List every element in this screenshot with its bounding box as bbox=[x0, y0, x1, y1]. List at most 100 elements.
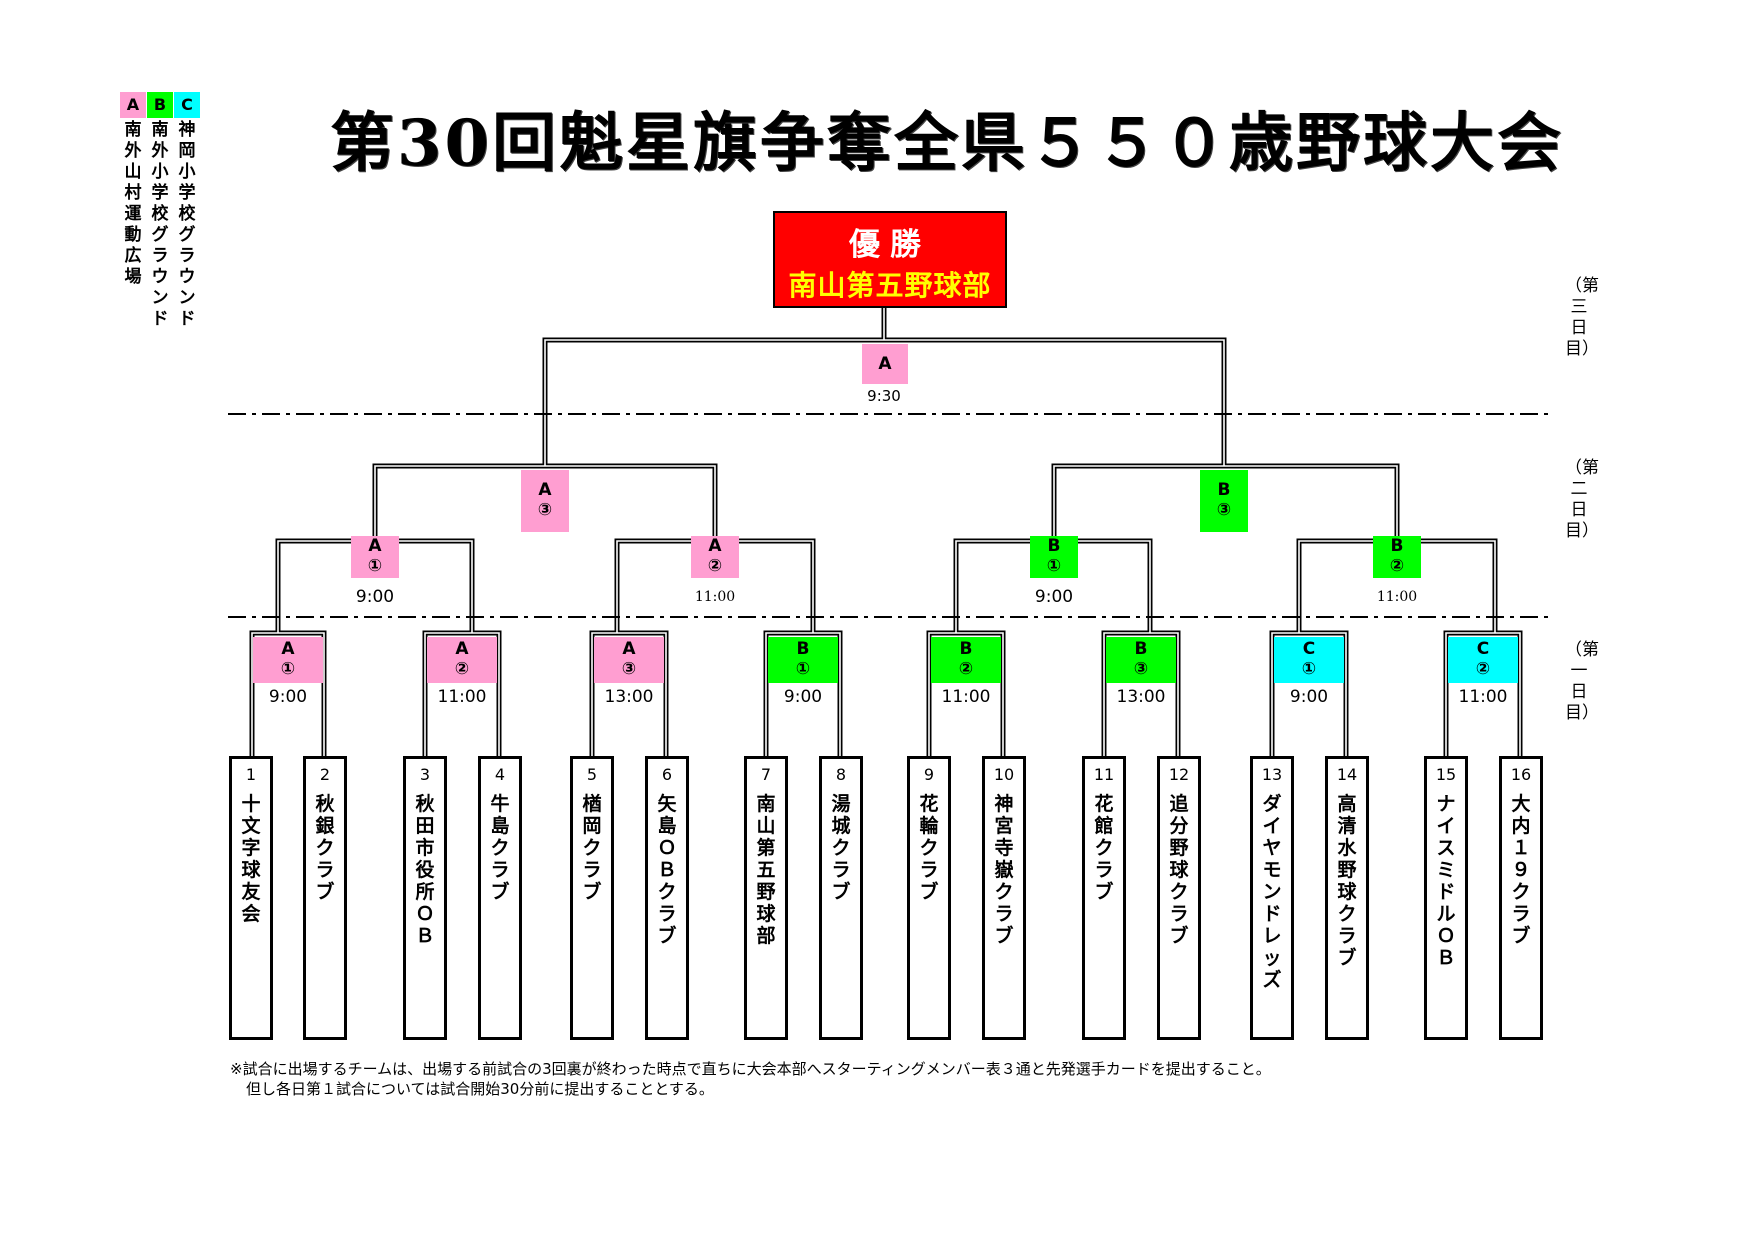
quarter-number: ② bbox=[707, 556, 723, 576]
legend-code-b: B bbox=[147, 92, 173, 118]
day-dividers bbox=[228, 413, 1548, 618]
day-label-3: （第三日目） bbox=[1565, 276, 1599, 359]
team-seed: 14 bbox=[1336, 765, 1358, 784]
team-box: 4 牛島クラブ bbox=[478, 756, 522, 1040]
quarter-b1-time: 9:00 bbox=[1034, 587, 1074, 607]
round1-b3-tag: B ③ bbox=[1106, 637, 1176, 683]
team-seed: 12 bbox=[1168, 765, 1190, 784]
team-name: 牛島クラブ bbox=[490, 793, 510, 903]
quarter-number: ① bbox=[1046, 556, 1062, 576]
team-box: 14 高清水野球クラブ bbox=[1325, 756, 1369, 1040]
team-seed: 15 bbox=[1435, 765, 1457, 784]
champion-label: 優勝 bbox=[849, 227, 931, 263]
round1-venue: B bbox=[959, 639, 973, 659]
round1-number: ② bbox=[1475, 659, 1491, 679]
quarter-b2-tag: B ② bbox=[1373, 536, 1421, 578]
team-box: 12 追分野球クラブ bbox=[1157, 756, 1201, 1040]
round1-venue: A bbox=[622, 639, 636, 659]
team-name: 矢島ＯＢクラブ bbox=[657, 793, 677, 947]
quarter-a1-tag: A ① bbox=[351, 536, 399, 578]
team-name: 十文字球友会 bbox=[241, 793, 261, 925]
team-seed: 8 bbox=[835, 765, 847, 784]
round1-b1-time: 9:00 bbox=[783, 687, 823, 707]
round1-b2-time: 11:00 bbox=[941, 687, 991, 707]
round1-number: ③ bbox=[1133, 659, 1149, 679]
legend-venue-c: 神岡小学校グラウンド bbox=[178, 120, 196, 329]
team-box: 16 大内１９クラブ bbox=[1499, 756, 1543, 1040]
team-name: 大内１９クラブ bbox=[1511, 793, 1531, 947]
team-box: 1 十文字球友会 bbox=[229, 756, 273, 1040]
team-name: 湯城クラブ bbox=[831, 793, 851, 903]
page-title: 第30回魁星旗争奪全県５５０歳野球大会 bbox=[330, 106, 1565, 181]
semi-number: ③ bbox=[1216, 500, 1232, 520]
footnote-line-2: 但し各日第１試合については試合開始30分前に提出することとする。 bbox=[246, 1080, 714, 1098]
team-name: 神宮寺嶽クラブ bbox=[994, 793, 1014, 947]
final-venue-tag: A bbox=[862, 344, 908, 384]
legend-venue-a: 南外山村運動広場 bbox=[124, 120, 142, 287]
team-box: 3 秋田市役所ＯＢ bbox=[403, 756, 447, 1040]
champion-team: 南山第五野球部 bbox=[788, 269, 992, 302]
quarter-a2-time: 11:00 bbox=[694, 589, 736, 605]
team-seed: 5 bbox=[586, 765, 598, 784]
team-box: 7 南山第五野球部 bbox=[744, 756, 788, 1040]
quarter-venue: A bbox=[368, 536, 382, 556]
round1-a1-tag: A ① bbox=[253, 637, 323, 683]
quarter-a2-tag: A ② bbox=[691, 536, 739, 578]
team-name: ナイスミドルＯＢ bbox=[1436, 793, 1456, 969]
round1-b2-tag: B ② bbox=[931, 637, 1001, 683]
round1-venue: A bbox=[455, 639, 469, 659]
team-box: 15 ナイスミドルＯＢ bbox=[1424, 756, 1468, 1040]
team-seed: 16 bbox=[1510, 765, 1532, 784]
team-seed: 6 bbox=[661, 765, 673, 784]
team-seed: 9 bbox=[923, 765, 935, 784]
quarter-venue: A bbox=[708, 536, 722, 556]
team-box: 8 湯城クラブ bbox=[819, 756, 863, 1040]
team-name: 追分野球クラブ bbox=[1169, 793, 1189, 947]
round1-venue: B bbox=[796, 639, 810, 659]
footnote-line-1: ※試合に出場するチームは、出場する前試合の3回裏が終わった時点で直ちに大会本部へ… bbox=[230, 1060, 1271, 1078]
round1-a3-time: 13:00 bbox=[604, 687, 654, 707]
legend-code-c: C bbox=[174, 92, 200, 118]
quarter-a1-time: 9:00 bbox=[355, 587, 395, 607]
semi-venue: B bbox=[1217, 480, 1231, 500]
day-label-2: （第二日目） bbox=[1565, 458, 1599, 541]
round1-venue: B bbox=[1134, 639, 1148, 659]
round1-c1-tag: C ① bbox=[1274, 637, 1344, 683]
round1-number: ① bbox=[280, 659, 296, 679]
round1-a3-tag: A ③ bbox=[594, 637, 664, 683]
team-name: 秋田市役所ＯＢ bbox=[415, 793, 435, 947]
round1-number: ① bbox=[795, 659, 811, 679]
team-seed: 3 bbox=[419, 765, 431, 784]
semi-venue: A bbox=[538, 480, 552, 500]
round1-c2-tag: C ② bbox=[1448, 637, 1518, 683]
round1-b3-time: 13:00 bbox=[1116, 687, 1166, 707]
round1-b1-tag: B ① bbox=[768, 637, 838, 683]
team-box: 5 楢岡クラブ bbox=[570, 756, 614, 1040]
team-name: 楢岡クラブ bbox=[582, 793, 602, 903]
round1-number: ② bbox=[958, 659, 974, 679]
team-seed: 7 bbox=[760, 765, 772, 784]
round1-c1-time: 9:00 bbox=[1289, 687, 1329, 707]
round1-a2-time: 11:00 bbox=[437, 687, 487, 707]
champion-box: 優勝 南山第五野球部 bbox=[773, 211, 1007, 308]
team-name: 高清水野球クラブ bbox=[1337, 793, 1357, 969]
team-seed: 10 bbox=[993, 765, 1015, 784]
team-seed: 1 bbox=[245, 765, 257, 784]
quarter-b1-tag: B ① bbox=[1030, 536, 1078, 578]
round1-number: ③ bbox=[621, 659, 637, 679]
team-seed: 4 bbox=[494, 765, 506, 784]
round1-number: ① bbox=[1301, 659, 1317, 679]
legend-code-a: A bbox=[120, 92, 146, 118]
team-name: ダイヤモンドレッズ bbox=[1262, 793, 1282, 991]
semi-number: ③ bbox=[537, 500, 553, 520]
round1-venue: C bbox=[1302, 639, 1316, 659]
semi-a3-tag: A ③ bbox=[521, 470, 569, 532]
quarter-number: ① bbox=[367, 556, 383, 576]
footnote: ※試合に出場するチームは、出場する前試合の3回裏が終わった時点で直ちに大会本部へ… bbox=[230, 1059, 1630, 1099]
quarter-venue: B bbox=[1390, 536, 1404, 556]
team-name: 南山第五野球部 bbox=[756, 793, 776, 947]
